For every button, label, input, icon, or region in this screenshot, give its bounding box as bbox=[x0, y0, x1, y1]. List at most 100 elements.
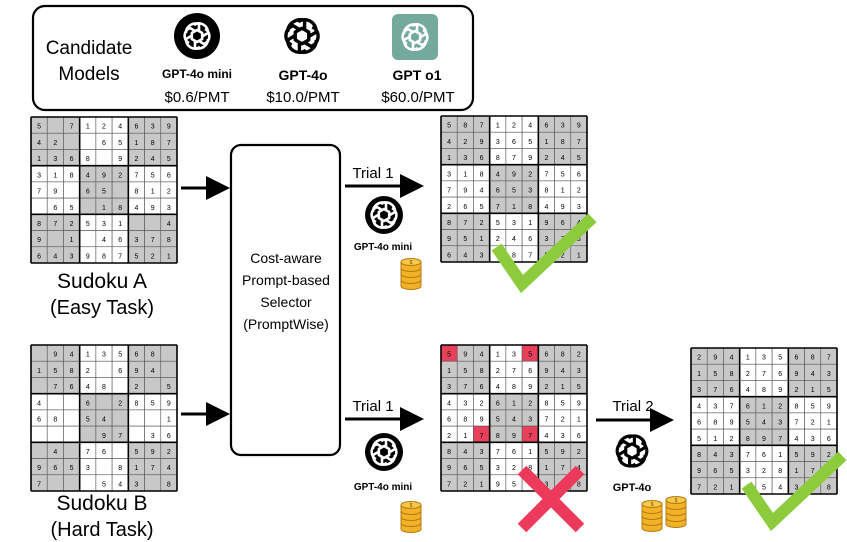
model-name: GPT o1 bbox=[392, 67, 441, 83]
sudoku-cell-value: 1 bbox=[86, 124, 90, 131]
sudoku-cell-value: 1 bbox=[86, 352, 90, 359]
sudoku-cell-value: 2 bbox=[463, 139, 467, 146]
sudoku-cell bbox=[30, 442, 48, 459]
sudoku-cell-value: 6 bbox=[577, 171, 581, 178]
sudoku-cell bbox=[46, 116, 64, 134]
sudoku-cell-value: 7 bbox=[37, 481, 41, 488]
sudoku-cell-value: 5 bbox=[118, 140, 122, 147]
sudoku-cell bbox=[46, 230, 64, 248]
sudoku-cell-value: 9 bbox=[811, 452, 815, 459]
sudoku-cell-value: 6 bbox=[134, 124, 138, 131]
sudoku-cell-value: 8 bbox=[512, 384, 516, 391]
sudoku-cell-value: 9 bbox=[134, 368, 138, 375]
sudoku-cell-value: 4 bbox=[37, 140, 41, 147]
sudoku-cell-value: 2 bbox=[713, 484, 717, 491]
sudoku-cell-value: 3 bbox=[496, 465, 500, 472]
hard-success-check-icon bbox=[741, 451, 847, 532]
task-a-subtitle: (Easy Task) bbox=[50, 297, 154, 319]
sudoku-cell-value: 7 bbox=[151, 465, 155, 472]
sudoku-cell-value: 6 bbox=[118, 368, 122, 375]
sudoku-cell-value: 8 bbox=[794, 403, 798, 410]
sudoku-cell-value: 4 bbox=[496, 171, 500, 178]
sudoku-cell-value: 7 bbox=[134, 172, 138, 179]
sudoku-cell-value: 9 bbox=[37, 465, 41, 472]
sudoku-cell-value: 2 bbox=[480, 220, 484, 227]
sudoku-cell-value: 7 bbox=[697, 484, 701, 491]
sudoku-cell bbox=[111, 409, 129, 427]
sudoku-cell-value: 7 bbox=[544, 171, 548, 178]
sudoku-cell-value: 5 bbox=[746, 420, 750, 427]
sudoku-cell-value: 3 bbox=[827, 371, 831, 378]
sudoku-cell-value: 7 bbox=[480, 123, 484, 130]
sudoku-cell-value: 3 bbox=[544, 236, 548, 243]
sudoku-cell-value: 1 bbox=[577, 252, 581, 259]
sudoku-cell-value: 3 bbox=[151, 124, 155, 131]
sudoku-cell-value: 7 bbox=[827, 355, 831, 362]
sudoku-cell-value: 3 bbox=[730, 452, 734, 459]
sudoku-cell-value: 7 bbox=[37, 189, 41, 196]
sudoku-cell-value: 5 bbox=[544, 449, 548, 456]
sudoku-cell-value: 6 bbox=[70, 384, 74, 391]
sudoku-cell bbox=[111, 181, 129, 199]
sudoku-cell-value: 6 bbox=[447, 252, 451, 259]
sudoku-cell-value: 1 bbox=[561, 188, 565, 195]
sudoku-cell-value: 2 bbox=[528, 171, 532, 178]
sudoku-cell-value: 9 bbox=[86, 253, 90, 260]
sudoku-cell bbox=[160, 344, 178, 362]
sudoku-cell-value: 6 bbox=[730, 387, 734, 394]
sudoku-cell-value: 9 bbox=[794, 371, 798, 378]
sudoku-cell-value: 3 bbox=[102, 352, 106, 359]
sudoku-cell-value: 5 bbox=[496, 220, 500, 227]
sudoku-cell-value: 4 bbox=[463, 449, 467, 456]
sudoku-cell-value: 6 bbox=[544, 352, 548, 359]
sudoku-cell-value: 3 bbox=[746, 468, 750, 475]
sudoku-cell-value: 1 bbox=[480, 236, 484, 243]
sudoku-cell-value: 4 bbox=[447, 400, 451, 407]
sudoku-cell-value: 5 bbox=[70, 465, 74, 472]
selector-line1: Cost-aware bbox=[250, 250, 322, 266]
sudoku-cell-value: 1 bbox=[528, 449, 532, 456]
sudoku-cell-value: 8 bbox=[86, 156, 90, 163]
sudoku-cell-value: 3 bbox=[561, 123, 565, 130]
sudoku-cell-value: 3 bbox=[561, 433, 565, 440]
sudoku-cell-value: 2 bbox=[746, 371, 750, 378]
sudoku-cell-value: 3 bbox=[447, 171, 451, 178]
sudoku-cell-value: 4 bbox=[463, 252, 467, 259]
sudoku-cell-value: 9 bbox=[561, 449, 565, 456]
sudoku-cell-value: 5 bbox=[86, 221, 90, 228]
sudoku-cell-value: 4 bbox=[512, 417, 516, 424]
sudoku-cell-value: 5 bbox=[480, 465, 484, 472]
sudoku-cell-value: 4 bbox=[118, 124, 122, 131]
sudoku-cell-value: 9 bbox=[53, 352, 57, 359]
sudoku-cell-value: 6 bbox=[447, 417, 451, 424]
sudoku-cell-value: 4 bbox=[528, 123, 532, 130]
sudoku-cell-value: 3 bbox=[811, 436, 815, 443]
candidate-models-panel: Candidate Models GPT-4o mini $0.6/PMT GP… bbox=[31, 4, 475, 112]
sudoku-cell-value: 9 bbox=[37, 237, 41, 244]
sudoku-cell-value: 5 bbox=[762, 484, 766, 491]
sudoku-cell-value: 7 bbox=[544, 417, 548, 424]
sudoku-cell-value: 4 bbox=[713, 452, 717, 459]
sudoku-cell-value: 9 bbox=[463, 352, 467, 359]
sudoku-cell-value: 9 bbox=[827, 403, 831, 410]
sudoku-cell bbox=[63, 474, 80, 492]
sudoku-cell-value: 3 bbox=[102, 221, 106, 228]
sudoku-cell-value: 5 bbox=[794, 452, 798, 459]
sudoku-cell-value: 5 bbox=[167, 384, 171, 391]
trial-label: Trial 2 bbox=[612, 398, 653, 415]
task-b-subtitle: (Hard Task) bbox=[51, 519, 154, 541]
sudoku-cell-value: 2 bbox=[151, 253, 155, 260]
sudoku-cell-value: 8 bbox=[512, 252, 516, 259]
coin-stack-icon bbox=[641, 500, 663, 532]
sudoku-cell-value: 8 bbox=[102, 384, 106, 391]
sudoku-cell bbox=[79, 197, 97, 215]
sudoku-cell-value: 6 bbox=[794, 355, 798, 362]
candidate-heading-line1: Candidate bbox=[46, 38, 133, 59]
sudoku-cell-value: 9 bbox=[778, 387, 782, 394]
sudoku-cell-value: 7 bbox=[447, 481, 451, 488]
sudoku-cell-value: 7 bbox=[528, 252, 532, 259]
sudoku-cell-value: 5 bbox=[697, 436, 701, 443]
sudoku-cell-value: 8 bbox=[167, 481, 171, 488]
sudoku-cell-value: 3 bbox=[794, 484, 798, 491]
sudoku-cell-value: 5 bbox=[447, 352, 451, 359]
